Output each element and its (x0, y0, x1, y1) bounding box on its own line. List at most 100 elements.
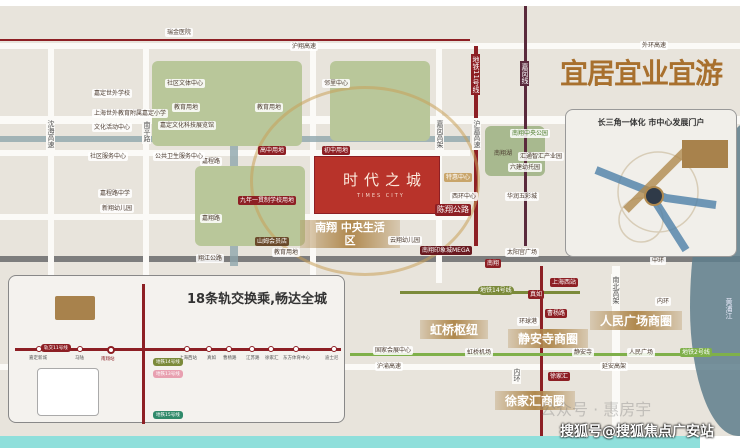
legend-station (77, 346, 83, 352)
road-label: 沪渝高速 (375, 362, 404, 371)
poi[interactable]: 公共卫生服务中心 (153, 152, 206, 161)
district-label-nanxiang: 南翔 中央生活区 (300, 220, 400, 248)
poi[interactable]: 初中用地 (322, 146, 351, 155)
callout-box (37, 368, 99, 416)
poi[interactable]: 上海世外教育附属嘉定小学 (92, 109, 169, 118)
poi[interactable]: 六建幼托园 (508, 163, 543, 172)
legend-station (268, 346, 274, 352)
poi[interactable]: 太阳宫广场 (505, 248, 540, 257)
metro-line (0, 39, 470, 41)
poi[interactable]: 社区服务中心 (88, 152, 129, 161)
poi[interactable]: 教育用地 (172, 103, 201, 112)
region-panel-heading: 长三角一体化 市中心发展门户 (597, 118, 705, 127)
road-label: 内环 (512, 366, 521, 384)
poi[interactable]: 南翔中央公园 (510, 129, 551, 138)
road-label: 沪翔高速 (290, 42, 319, 51)
legend-station-name: 马陆 (75, 356, 84, 361)
poi[interactable]: 山姆会员店 (255, 237, 290, 246)
road-label: 沪嘉高速 (472, 118, 481, 150)
legend-station-name: 真如 (207, 356, 216, 361)
legend-station-name: 徐家汇 (265, 356, 279, 361)
poi[interactable]: 嘉定文化科技展览馆 (158, 121, 217, 130)
bottom-band (0, 436, 700, 448)
project-block[interactable]: 时代之城 TIMES CITY (314, 156, 440, 214)
metro-station: 徐家汇 (548, 372, 571, 381)
project-name: 时代之城 (343, 171, 428, 189)
poi[interactable]: 静安寺 (572, 348, 595, 357)
poi[interactable]: 西环中心 (450, 192, 479, 201)
district-label: 人民广场商圈 (590, 311, 683, 330)
legend-heading: 18条轨交换乘,畅达全城 (187, 292, 328, 307)
metro-line-11-south (540, 266, 543, 436)
poi[interactable]: 南翔印象城MEGA (420, 246, 472, 255)
road-label: 内环 (655, 297, 672, 306)
area-map: 时代之城 TIMES CITY 南翔 中央生活区 沪翔高速 外环高速 沈海高速 … (0, 6, 740, 436)
legend-line-tag: 轨交11号线 (41, 344, 71, 352)
legend-station (249, 346, 255, 352)
metro-station: 南翔 (485, 259, 502, 268)
road-label: 南平路 (142, 119, 151, 144)
road-label: 南北高架 (611, 274, 620, 306)
poi[interactable]: 云翔幼儿园 (388, 236, 423, 245)
district-label: 徐家汇商圈 (495, 391, 576, 410)
legend-station (206, 346, 212, 352)
core-radius-ring (250, 86, 480, 276)
poi[interactable]: 九年一贯制学校用地 (238, 196, 297, 205)
poi[interactable]: 汇通智汇产业园 (518, 152, 565, 161)
road (0, 364, 740, 370)
legend-metro-line-vertical (142, 284, 145, 424)
metro-label: 地铁11号线 (471, 54, 480, 95)
region-diagram (594, 140, 728, 253)
legend-line-tag: 地铁13号线 (153, 370, 183, 378)
region-panel: 长三角一体化 市中心发展门户 (565, 109, 737, 257)
poi[interactable]: 嘉程路中学 (98, 189, 133, 198)
metro-label: 嘉闵线 (520, 61, 529, 86)
poi[interactable]: 社区文体中心 (165, 79, 206, 88)
river-label: 黄浦江 (725, 298, 733, 319)
watermark-faint: 公众号 · 惠房宇 (540, 400, 652, 419)
poi[interactable]: 环球港 (517, 317, 540, 326)
legend-station (293, 346, 299, 352)
road-label: 沈海高速 (46, 118, 55, 150)
poi: 南翔湖 (494, 150, 513, 157)
metro-station: 曹杨路 (545, 309, 568, 318)
metro-label: 地铁2号线 (680, 348, 712, 357)
legend-station-name: 江苏路 (246, 356, 260, 361)
poi[interactable]: 虹桥机场 (465, 348, 494, 357)
metro-label: 地铁14号线 (478, 286, 514, 295)
metro-line-2 (350, 353, 740, 356)
project-badge (55, 296, 95, 320)
road (612, 266, 620, 436)
metro-jiamin-line (524, 6, 527, 246)
legend-station (184, 346, 190, 352)
legend-station (226, 346, 232, 352)
legend-station-name: 南翔站 (101, 357, 115, 362)
poi[interactable]: 华润五彩城 (505, 192, 540, 201)
poi[interactable]: 新翔幼儿园 (100, 204, 135, 213)
poi[interactable]: 教育用地 (255, 103, 284, 112)
road (48, 43, 54, 283)
road-label: 嘉程路 (200, 157, 223, 166)
poi[interactable]: 特惠中心 (444, 173, 473, 182)
watermark: 搜狐号@搜狐焦点广安站 (560, 424, 714, 440)
poi[interactable]: 高中用地 (258, 146, 287, 155)
rail-transit-legend: 18条轨交换乘,畅达全城 嘉定新城 马陆 南翔站 上海西站 真如 曹杨路 江苏路… (8, 275, 345, 424)
poi[interactable]: 教育用地 (272, 248, 301, 257)
road (0, 43, 740, 49)
legend-line-tag: 地铁14号线 (153, 358, 183, 366)
poi[interactable]: 邻里中心 (322, 79, 351, 88)
legend-line-tag: 地铁15号线 (153, 411, 183, 419)
road-label: 外环高速 (640, 41, 669, 50)
legend-station-name: 曹杨路 (223, 356, 237, 361)
poi[interactable]: 嘉定世外学校 (92, 89, 133, 98)
poi[interactable]: 瑞金医院 (165, 28, 194, 37)
road-label: 陈翔公路 (435, 204, 471, 216)
legend-station-name: 迪士尼 (325, 356, 339, 361)
poi[interactable]: 人民广场 (627, 348, 656, 357)
metro-station: 真如 (528, 290, 545, 299)
legend-station-name: 东方体育中心 (283, 356, 310, 361)
district-label: 静安寺商圈 (508, 329, 589, 348)
poi[interactable]: 国家会展中心 (373, 346, 414, 355)
poi[interactable]: 文化活动中心 (92, 123, 133, 132)
road-label: 翔江公路 (196, 254, 225, 263)
